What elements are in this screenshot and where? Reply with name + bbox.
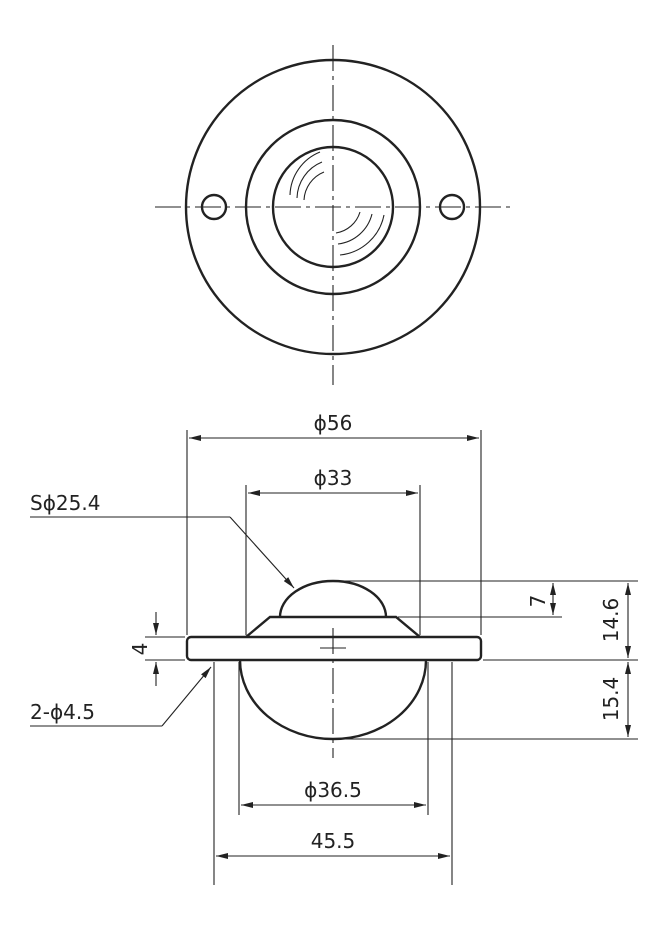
label-flange-thickness: 4: [128, 643, 152, 656]
label-hole-pitch: 45.5: [311, 829, 356, 853]
label-flange-diameter: ϕ56: [314, 411, 353, 435]
label-housing-diameter: ϕ33: [314, 466, 353, 490]
label-height-above-mount: 14.6: [599, 598, 623, 643]
label-lower-body-diameter: ϕ36.5: [304, 778, 362, 802]
label-height-below-mount: 15.4: [599, 677, 623, 722]
dim-mounting-holes: 2-ϕ4.5: [30, 666, 212, 727]
top-view: [155, 45, 511, 385]
dim-ball-sphere: Sϕ25.4: [30, 491, 295, 589]
dim-flange-diameter: ϕ56: [186, 411, 482, 635]
dim-flange-thickness: 4: [128, 612, 185, 686]
ball-shading: [289, 151, 385, 256]
label-ball-sphere: Sϕ25.4: [30, 491, 100, 515]
housing-body: [245, 615, 421, 638]
side-view: [185, 579, 483, 758]
upper-ball-dome: [278, 579, 388, 618]
dim-hole-pitch: 45.5: [213, 662, 453, 885]
dimension-annotations: ϕ56 ϕ33 Sϕ25.4 7 14.6: [30, 411, 638, 885]
dim-heights: 14.6 15.4: [340, 580, 638, 740]
label-mounting-holes: 2-ϕ4.5: [30, 700, 95, 724]
lower-ball: [238, 659, 428, 741]
dim-lower-body-diameter: ϕ36.5: [238, 662, 429, 815]
dim-housing-diameter: ϕ33: [245, 466, 421, 635]
label-ball-protrusion: 7: [526, 595, 550, 608]
